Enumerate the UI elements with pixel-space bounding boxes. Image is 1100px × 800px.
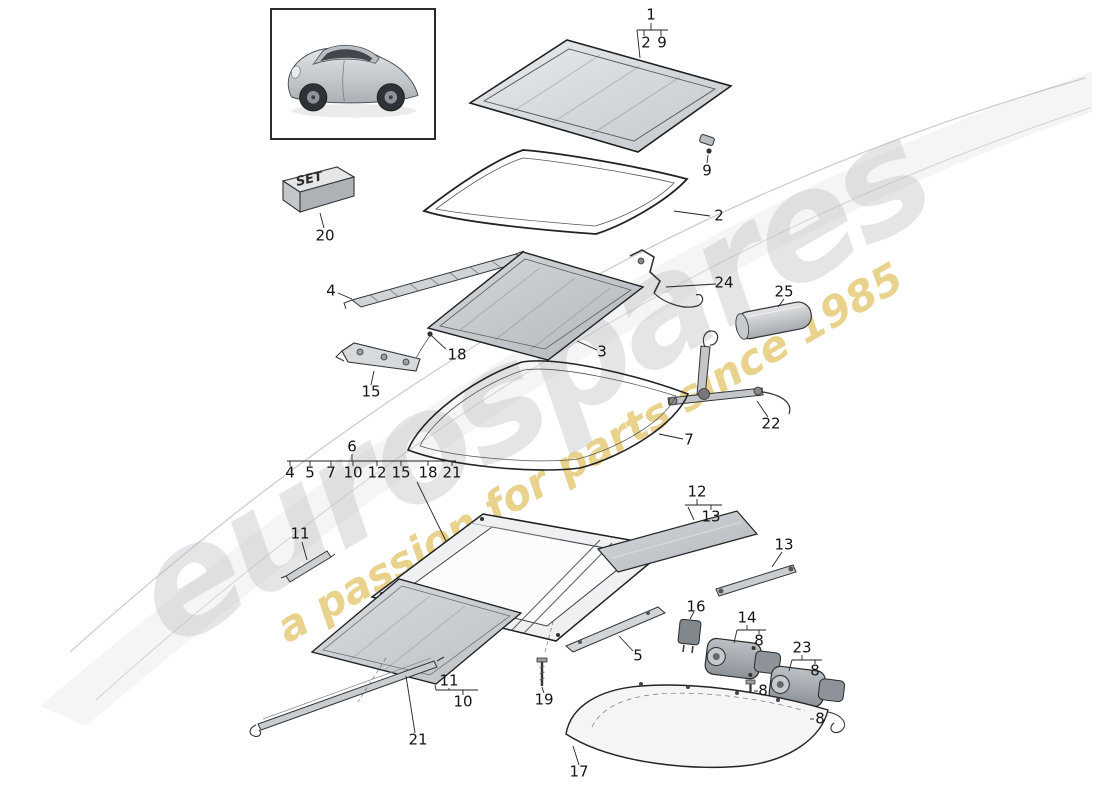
part-7-seal-ring: [406, 360, 690, 471]
part-15-bracket: [335, 335, 431, 372]
part-11-strip: [280, 550, 336, 583]
callout-part-21: 21: [408, 730, 428, 749]
callout-group-6-item: 5: [305, 463, 315, 482]
part-1-glass-roof-panel: [468, 39, 733, 153]
callout-part-12: 12: [687, 482, 707, 501]
callout-part-23-sub-8: 8: [810, 661, 820, 680]
part-2-roof-seal: [422, 149, 689, 235]
callout-part-23: 23: [792, 638, 812, 657]
callout-group-6-item: 7: [326, 463, 336, 482]
part-19-screw: [536, 657, 548, 686]
part-21-guide-rail: [249, 656, 445, 737]
part-23-drive-motor: [768, 665, 846, 708]
callout-part-1-sub-2: 2: [641, 33, 651, 52]
callout-part-2: 2: [714, 206, 724, 225]
callout-group-6-item: 18: [418, 463, 438, 482]
callout-part-1-sub-9: 9: [657, 33, 667, 52]
callout-part-8-b: 8: [815, 709, 825, 728]
part-13-link: [715, 564, 797, 597]
car-thumbnail: [270, 8, 436, 140]
callout-part-13: 13: [774, 535, 794, 554]
callout-group-6-item: 15: [391, 463, 411, 482]
callout-group-6-item: 12: [367, 463, 387, 482]
callout-part-20: 20: [315, 226, 335, 245]
part-3-sunshade-panel: [426, 251, 645, 361]
part-20-set-box: SET: [281, 166, 356, 214]
callout-part-11-upper: 11: [290, 524, 310, 543]
callout-part-1: 1: [646, 5, 656, 24]
callout-part-9: 9: [702, 161, 712, 180]
part-10-sunshade: [310, 578, 523, 685]
car-illustration: [287, 45, 419, 118]
callout-part-17: 17: [569, 762, 589, 781]
callout-part-5: 5: [633, 646, 643, 665]
callout-part-25: 25: [774, 282, 794, 301]
callout-part-4: 4: [326, 281, 336, 300]
part-17-headliner: [565, 682, 846, 769]
callout-part-18: 18: [447, 345, 467, 364]
callout-group-6-item: 4: [285, 463, 295, 482]
part-24-bracket: [629, 249, 704, 308]
callout-part-7: 7: [684, 430, 694, 449]
callout-part-19: 19: [534, 690, 554, 709]
callout-part-24: 24: [714, 273, 734, 292]
callout-part-8-a: 8: [758, 681, 768, 700]
callout-part-14: 14: [737, 608, 757, 627]
callout-part-15: 15: [361, 382, 381, 401]
leader-lines: [287, 23, 822, 766]
callout-part-22: 22: [761, 414, 781, 433]
part-25-roller-blind: [735, 301, 812, 340]
callout-part-14-sub-8: 8: [754, 631, 764, 650]
callout-part-11-lower: 11: [439, 671, 459, 690]
part-22-wind-deflector-mechanism: [667, 330, 791, 415]
part-14-drive-motor: [704, 637, 782, 680]
part-5-guide-strip: [565, 606, 666, 653]
part-18-clip: [427, 331, 447, 350]
part-16-connector: [677, 618, 702, 654]
part-9-clip: [699, 134, 715, 154]
callout-group-6-item: 21: [442, 463, 462, 482]
part-12-deflector-blade: [596, 510, 759, 573]
callout-group-6-item: 10: [343, 463, 363, 482]
callout-part-16: 16: [686, 597, 706, 616]
callout-part-10: 10: [453, 692, 473, 711]
callout-part-3: 3: [597, 342, 607, 361]
callout-group-6: 6: [347, 437, 357, 456]
set-box-label: SET: [295, 169, 326, 190]
callout-part-12-sub-13: 13: [701, 507, 721, 526]
dashed-reference-lines: [357, 621, 554, 703]
